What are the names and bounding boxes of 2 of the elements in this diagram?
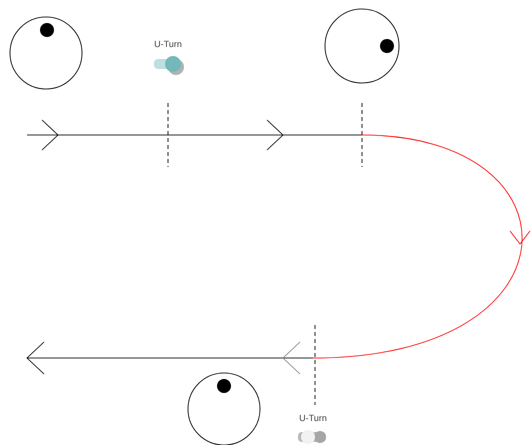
toggle-label: U-Turn [300, 414, 326, 422]
toggle-label: U-Turn [154, 40, 182, 48]
